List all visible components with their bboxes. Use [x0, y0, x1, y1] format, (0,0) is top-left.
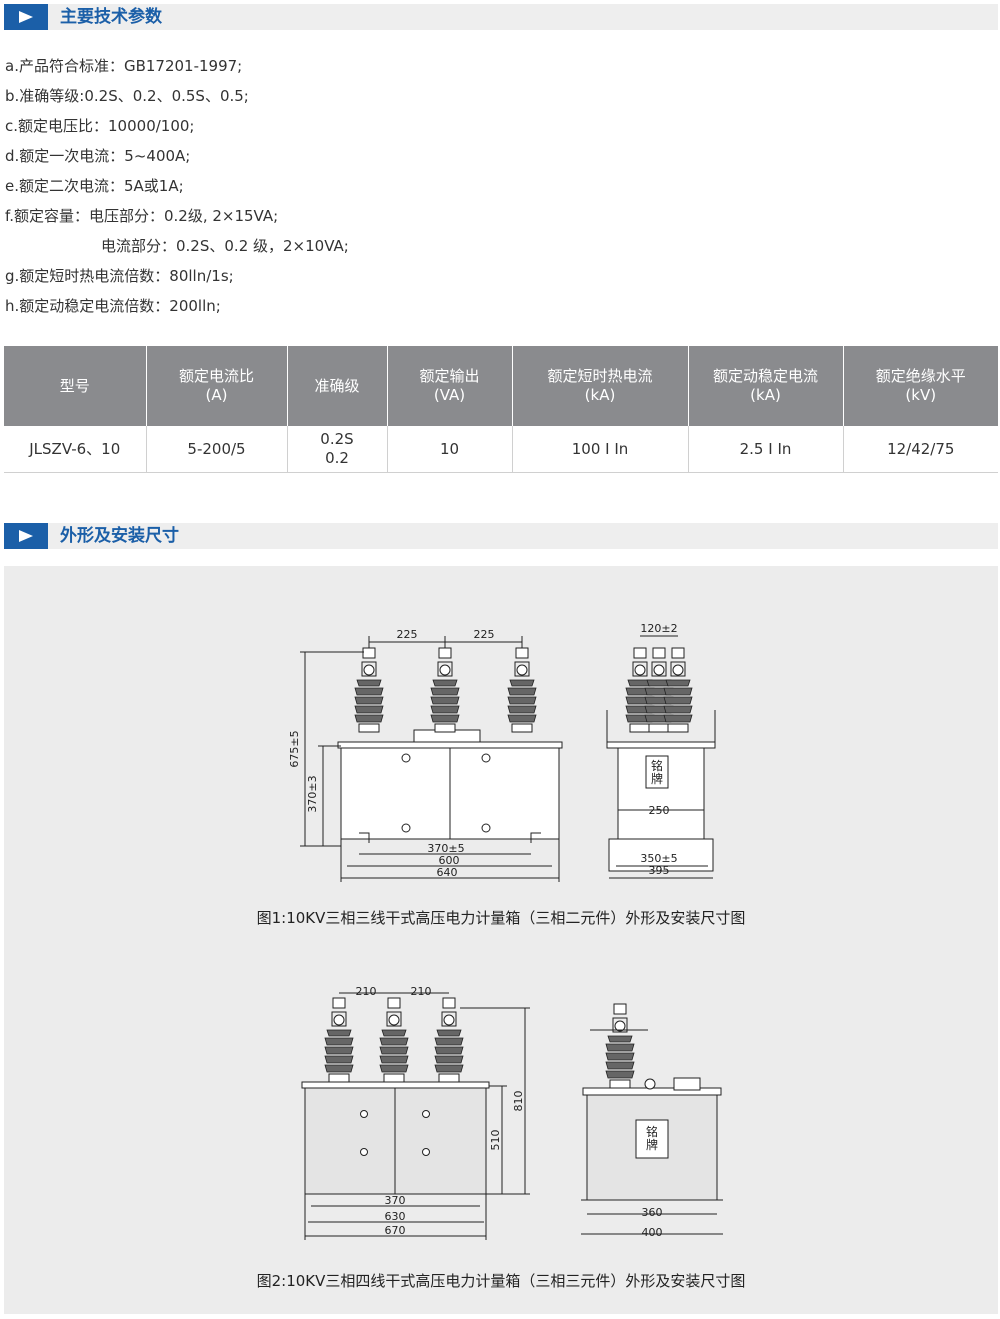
spec-line-b: b.准确等级:0.2S、0.2、0.5S、0.5; [5, 87, 249, 105]
nameplate-char-2: 牌 [651, 772, 663, 786]
header-cell: 型号 [4, 346, 147, 426]
fig2-caption: 图2:10KV三相四线干式高压电力计量箱（三相三元件）外形及安装尺寸图 [256, 1272, 746, 1290]
spec-line-d: d.额定一次电流：5~400A; [5, 147, 191, 165]
fig2-dim-spacing-1: 210 [356, 985, 377, 998]
fig2-dim-height: 810 [512, 1091, 525, 1112]
fig2-dim-370: 370 [385, 1194, 406, 1207]
fig1-dim-box-height: 370±3 [306, 775, 319, 812]
fig1-dim-side-395: 395 [649, 864, 670, 877]
fig2-dim-630: 630 [385, 1210, 406, 1223]
fig1-dim-side-250: 250 [649, 804, 670, 817]
fig1-dim-600: 600 [439, 854, 460, 867]
spec-line-c: c.额定电压比：10000/100; [5, 117, 195, 135]
fig1-caption: 图1:10KV三相三线干式高压电力计量箱（三相二元件）外形及安装尺寸图 [256, 909, 746, 927]
fig1-dim-side-top: 120±2 [640, 622, 677, 635]
fig2-dim-670: 670 [385, 1224, 406, 1237]
fig2-dim-side-360: 360 [642, 1206, 663, 1219]
spec-line-e: e.额定二次电流：5A或1A; [5, 177, 184, 195]
spec-line-a: a.产品符合标准：GB17201-1997; [5, 57, 243, 75]
section-tab [4, 4, 48, 30]
header-cell: 额定电流比(A) [146, 346, 288, 426]
fig1-dim-370: 370±5 [427, 842, 464, 855]
fig1-dim-spacing-2: 225 [474, 628, 495, 641]
fig2-side-view [581, 1003, 723, 1235]
section-title: 主要技术参数 [60, 7, 162, 27]
parameter-table: 型号 额定电流比(A) 准确级 额定输出(VA) 额定短时热电流(kA) 额定动… [4, 346, 998, 473]
spec-line-f2: 电流部分：0.2S、0.2 级，2×10VA; [101, 237, 349, 255]
fig2-front-view [301, 992, 530, 1240]
section-header-specs: 主要技术参数 [4, 4, 998, 30]
cell-ratio: 5-200/5 [146, 426, 288, 473]
spec-line-h: h.额定动稳定电流倍数：200lln; [5, 297, 221, 315]
section-title: 外形及安装尺寸 [60, 526, 179, 546]
technical-drawings: 225 225 675±5 370±3 370±5 600 640 120±2 … [288, 622, 723, 1240]
fig1-dim-side-350: 350±5 [640, 852, 677, 865]
header-cell: 额定动稳定电流(kA) [688, 346, 844, 426]
fig1-front-view [300, 636, 563, 882]
fig1-nameplate: 铭牌 [651, 758, 663, 786]
play-arrow-icon [19, 11, 33, 23]
spec-line-f: f.额定容量：电压部分：0.2级, 2×15VA; [5, 207, 279, 225]
fig1-side-view [606, 635, 716, 879]
header-cell: 额定短时热电流(kA) [512, 346, 689, 426]
cell-output: 10 [387, 426, 513, 473]
cell-thermal: 100 I In [512, 426, 689, 473]
section-header-dimensions: 外形及安装尺寸 [4, 523, 998, 549]
nameplate-char-1: 铭 [651, 758, 663, 773]
fig2-nameplate: 铭牌 [646, 1124, 658, 1152]
nameplate-char-2: 牌 [646, 1138, 658, 1152]
drawing-panel: 225 225 675±5 370±3 370±5 600 640 120±2 … [4, 566, 998, 1314]
play-arrow-icon [19, 530, 33, 542]
section-tab [4, 523, 48, 549]
fig2-dim-spacing-2: 210 [411, 985, 432, 998]
fig2-dim-side-400: 400 [642, 1226, 663, 1239]
fig1-dim-spacing-1: 225 [397, 628, 418, 641]
cell-insulation: 12/42/75 [843, 426, 998, 473]
fig2-dim-box-height: 510 [489, 1130, 502, 1151]
header-cell: 准确级 [287, 346, 388, 426]
spec-line-g: g.额定短时热电流倍数：80lln/1s; [5, 267, 234, 285]
nameplate-char-1: 铭 [646, 1124, 658, 1139]
table-header-row: 型号 额定电流比(A) 准确级 额定输出(VA) 额定短时热电流(kA) 额定动… [4, 346, 998, 426]
fig1-dim-height: 675±5 [288, 730, 301, 767]
fig1-dim-640: 640 [437, 866, 458, 879]
header-cell: 额定输出(VA) [387, 346, 513, 426]
cell-dynamic: 2.5 I In [688, 426, 844, 473]
header-cell: 额定绝缘水平(kV) [843, 346, 998, 426]
cell-model: JLSZV-6、10 [4, 426, 147, 473]
